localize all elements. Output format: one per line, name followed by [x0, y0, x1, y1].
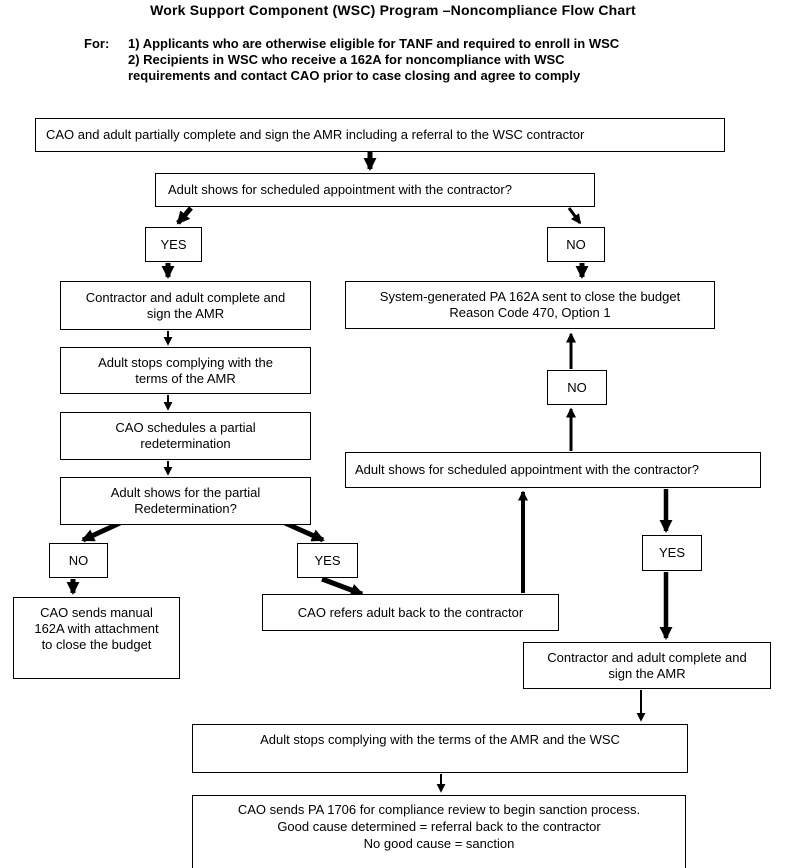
node-manual-162a: CAO sends manual 162A with attachment to…	[13, 597, 180, 679]
for-line-3: requirements and contact CAO prior to ca…	[128, 68, 581, 83]
page-title: Work Support Component (WSC) Program –No…	[150, 2, 636, 18]
arrow-q1-to-no1	[567, 207, 582, 225]
arrow-yes2-to-refersback	[321, 576, 364, 597]
label-no-1: NO	[547, 227, 605, 262]
node-question-appointment-1: Adult shows for scheduled appointment wi…	[155, 173, 595, 207]
arrow-qpartial-to-yes2	[283, 520, 325, 543]
node-stops-complying-1: Adult stops complying with the terms of …	[60, 347, 311, 394]
arrow-qpartial-to-no2	[81, 520, 122, 543]
node-system-162a: System-generated PA 162A sent to close t…	[345, 281, 715, 329]
node-complete-amr-2: Contractor and adult complete and sign t…	[523, 642, 771, 689]
node-question-partial-redetermination: Adult shows for the partial Redeterminat…	[60, 477, 311, 525]
arrow-q1-to-yes1	[176, 206, 193, 225]
for-label: For:	[84, 36, 110, 51]
label-no-2: NO	[49, 543, 108, 578]
node-complete-amr-1: Contractor and adult complete and sign t…	[60, 281, 311, 330]
for-line-2: 2) Recipients in WSC who receive a 162A …	[128, 52, 565, 67]
label-yes-3: YES	[642, 535, 702, 571]
label-yes-1: YES	[145, 227, 202, 262]
node-stops-complying-2: Adult stops complying with the terms of …	[192, 724, 688, 773]
node-start: CAO and adult partially complete and sig…	[35, 118, 725, 152]
node-question-appointment-2: Adult shows for scheduled appointment wi…	[345, 452, 761, 488]
label-no-3: NO	[547, 370, 607, 405]
for-line-1: 1) Applicants who are otherwise eligible…	[128, 36, 620, 51]
node-refers-back: CAO refers adult back to the contractor	[262, 594, 559, 631]
label-yes-2: YES	[297, 543, 358, 578]
node-sanction-process: CAO sends PA 1706 for compliance review …	[192, 795, 686, 868]
node-schedule-redetermination: CAO schedules a partial redetermination	[60, 412, 311, 460]
